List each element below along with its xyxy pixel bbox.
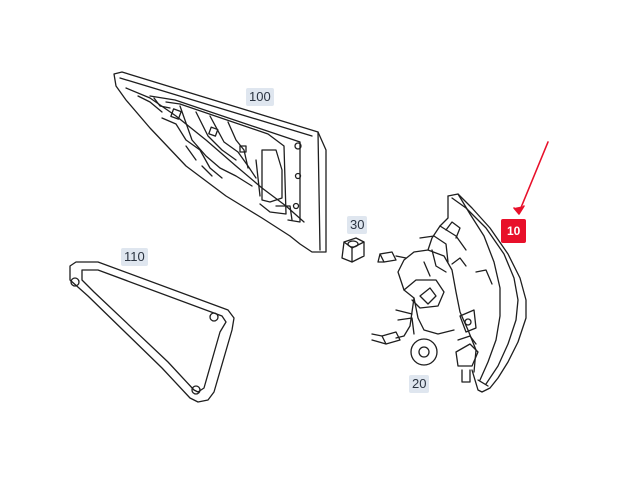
inner-tail-lamp-100[interactable] xyxy=(113,71,327,253)
callout-part-100[interactable]: 100 xyxy=(246,88,274,106)
callout-part-30[interactable]: 30 xyxy=(347,216,368,234)
washer-20[interactable] xyxy=(410,338,438,366)
outer-tail-lamp-10[interactable] xyxy=(371,193,527,393)
gasket-110[interactable] xyxy=(69,261,235,403)
callout-part-110[interactable]: 110 xyxy=(121,248,148,266)
callout-part-20[interactable]: 20 xyxy=(409,375,430,393)
nut-30[interactable] xyxy=(341,237,365,263)
highlight-arrow xyxy=(513,141,549,215)
callout-part-10-selected[interactable]: 10 xyxy=(501,219,527,243)
